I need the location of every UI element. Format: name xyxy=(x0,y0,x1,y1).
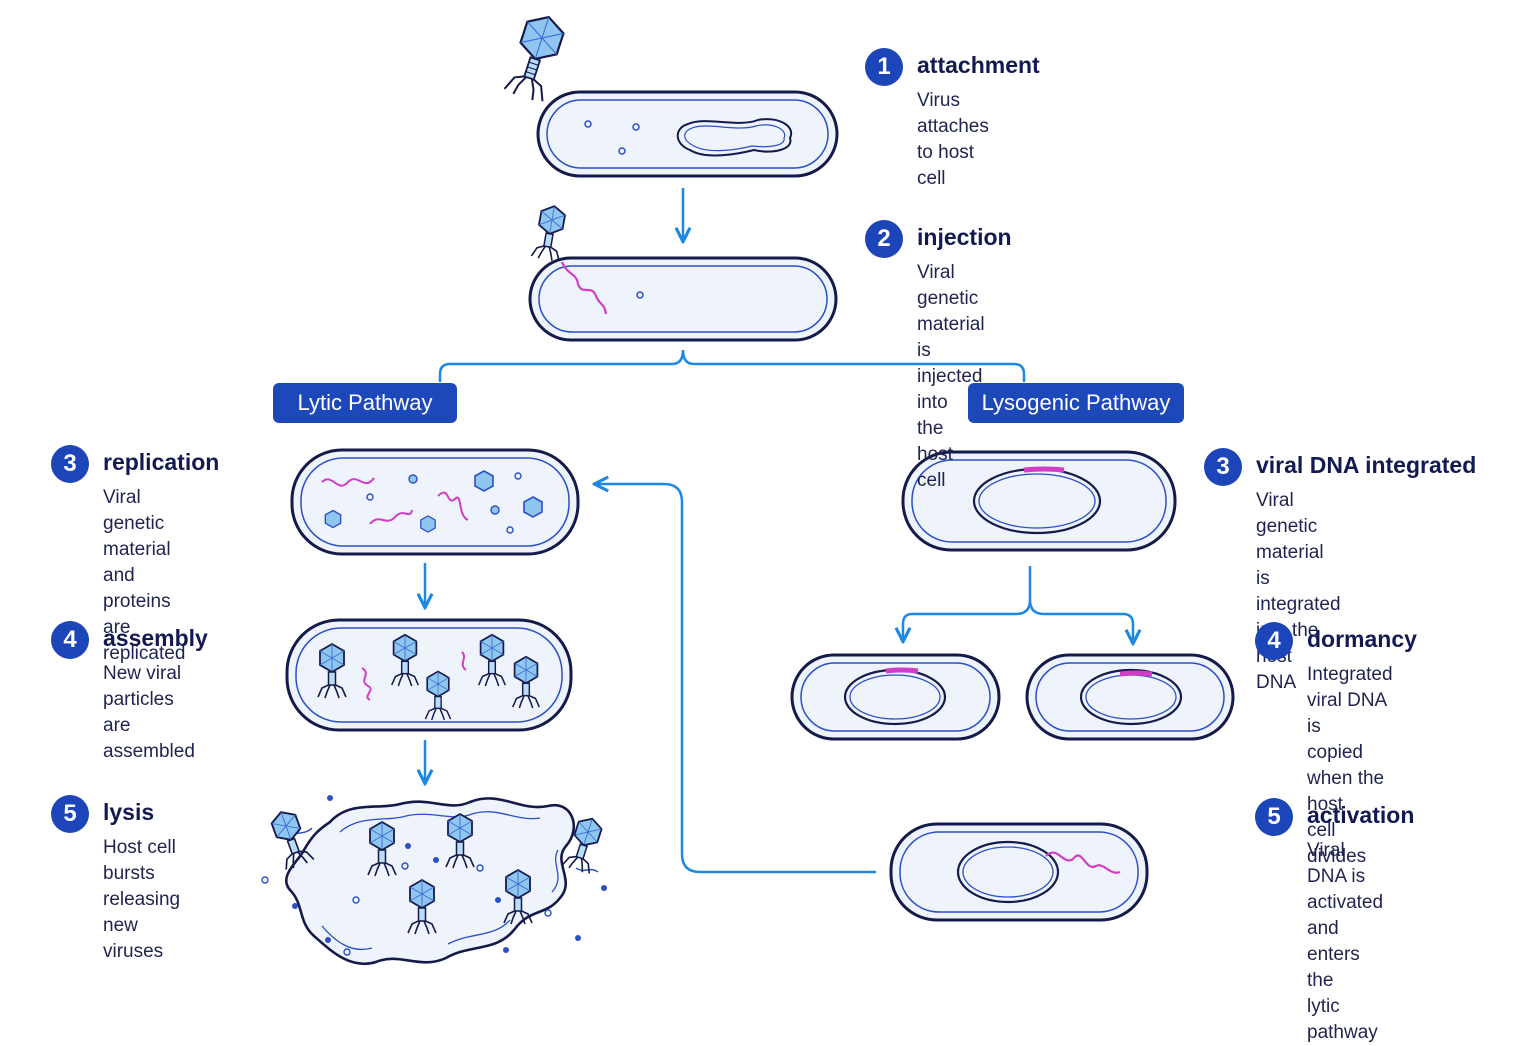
step-title: attachment xyxy=(917,52,1040,78)
bacteriophage-life-cycle-diagram xyxy=(261,9,1235,965)
capsid-protein-icon xyxy=(523,496,543,518)
replication-cell xyxy=(290,448,580,556)
capsid-protein-icon xyxy=(420,515,436,533)
daughter-cell-left xyxy=(790,653,1001,741)
attaching-bacteriophage-icon xyxy=(502,9,569,105)
activated-dna-cell xyxy=(889,822,1149,922)
step-number-badge: 5 xyxy=(51,795,89,833)
step-number-badge: 2 xyxy=(865,220,903,258)
step-title: assembly xyxy=(103,625,208,651)
integrated-dna-cell xyxy=(901,450,1177,552)
step-title: viral DNA integrated xyxy=(1256,452,1477,478)
assembly-cell xyxy=(285,618,573,732)
capsid-protein-icon xyxy=(474,470,494,492)
step-description: New viral particles are assembled xyxy=(103,663,195,762)
step-number-badge: 5 xyxy=(1255,798,1293,836)
step-number-badge: 3 xyxy=(1204,448,1242,486)
step-description: Viral DNA is activated and enters the ly… xyxy=(1307,840,1384,1043)
step-title: injection xyxy=(917,224,1012,250)
connector-arrows xyxy=(425,188,1133,874)
step-title: lysis xyxy=(103,799,155,825)
injecting-bacteriophage-icon xyxy=(530,202,570,263)
daughter-cell-right xyxy=(1025,653,1235,741)
step-description: Integrated viral DNA is copied when the … xyxy=(1307,664,1393,867)
lytic-pathway-label: Lytic Pathway xyxy=(273,383,457,423)
step-number-badge: 4 xyxy=(51,621,89,659)
step-number-badge: 4 xyxy=(1255,622,1293,660)
step-title: activation xyxy=(1307,802,1415,828)
step-title: dormancy xyxy=(1307,626,1417,652)
injection-cell xyxy=(528,256,838,342)
step-title: replication xyxy=(103,449,220,475)
step-description: Virus attaches to host cell xyxy=(917,90,989,189)
step-number-badge: 3 xyxy=(51,445,89,483)
lysed-cell xyxy=(261,795,607,965)
step-description: Viral genetic material is injected into … xyxy=(917,262,985,491)
step-number-badge: 1 xyxy=(865,48,903,86)
lysogenic-pathway-label: Lysogenic Pathway xyxy=(968,383,1184,423)
step-description: Host cell bursts releasing new viruses xyxy=(103,837,181,962)
attachment-cell xyxy=(536,90,839,178)
step-description: Viral genetic material and proteins are … xyxy=(103,487,186,664)
capsid-protein-icon xyxy=(324,509,342,529)
